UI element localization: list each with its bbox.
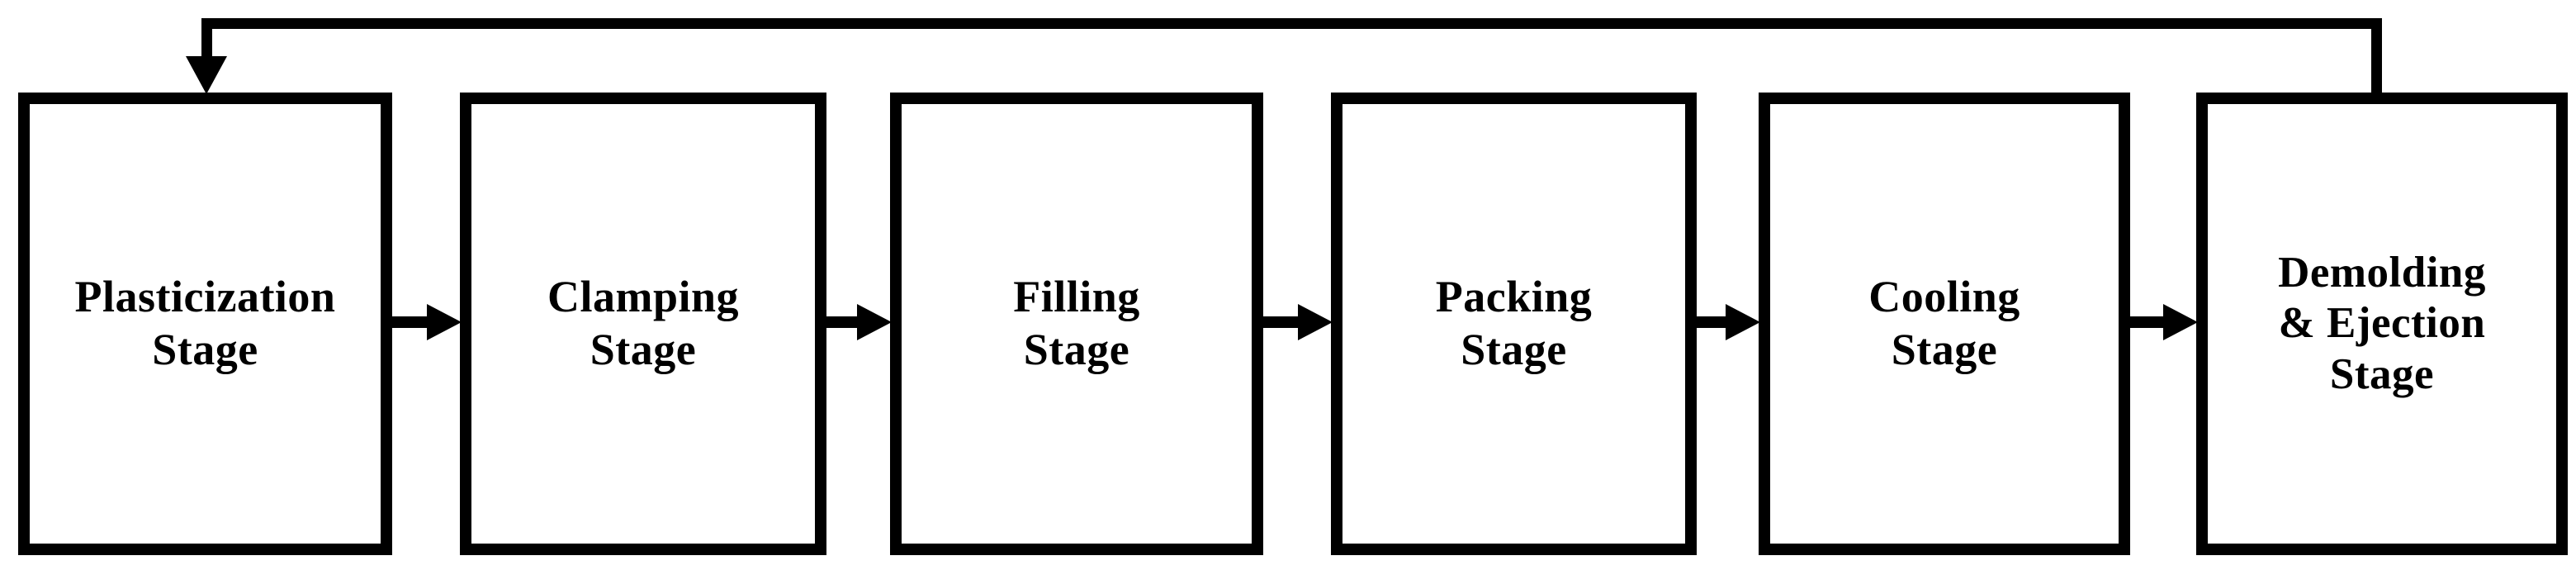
stage-box-packing[interactable]: Packing Stage	[1331, 93, 1697, 555]
connector-filling-to-packing	[1263, 304, 1333, 340]
feedback-arrow-head-icon	[186, 56, 227, 94]
feedback-drop-segment	[201, 18, 212, 59]
stage-label-demolding-ejection: Demolding & Ejection Stage	[2278, 248, 2486, 398]
stage-box-clamping[interactable]: Clamping Stage	[460, 93, 826, 555]
stage-box-plasticization[interactable]: Plasticization Stage	[18, 93, 392, 555]
connector-arrow-head-icon	[427, 304, 462, 340]
stage-label-packing: Packing Stage	[1435, 272, 1593, 374]
connector-arrow-head-icon	[857, 304, 892, 340]
stage-box-demolding-ejection[interactable]: Demolding & Ejection Stage	[2196, 93, 2568, 555]
stage-box-cooling[interactable]: Cooling Stage	[1759, 93, 2130, 555]
connector-cooling-to-demolding	[2130, 304, 2198, 340]
stage-label-cooling: Cooling Stage	[1868, 272, 2020, 374]
feedback-top-segment	[201, 18, 2382, 29]
connector-shaft	[826, 316, 865, 328]
connector-arrow-head-icon	[1726, 304, 1760, 340]
stage-box-filling[interactable]: Filling Stage	[890, 93, 1263, 555]
connector-shaft	[1263, 316, 1306, 328]
connector-shaft	[392, 316, 435, 328]
feedback-riser-segment	[2371, 18, 2382, 99]
stage-label-filling: Filling Stage	[1013, 272, 1140, 374]
connector-shaft	[1697, 316, 1734, 328]
connector-arrow-head-icon	[2163, 304, 2198, 340]
connector-packing-to-cooling	[1697, 304, 1760, 340]
stage-label-plasticization: Plasticization Stage	[74, 272, 336, 374]
connector-clamping-to-filling	[826, 304, 892, 340]
connector-arrow-head-icon	[1298, 304, 1333, 340]
stage-label-clamping: Clamping Stage	[547, 272, 740, 374]
connector-shaft	[2130, 316, 2171, 328]
connector-plasticization-to-clamping	[392, 304, 462, 340]
